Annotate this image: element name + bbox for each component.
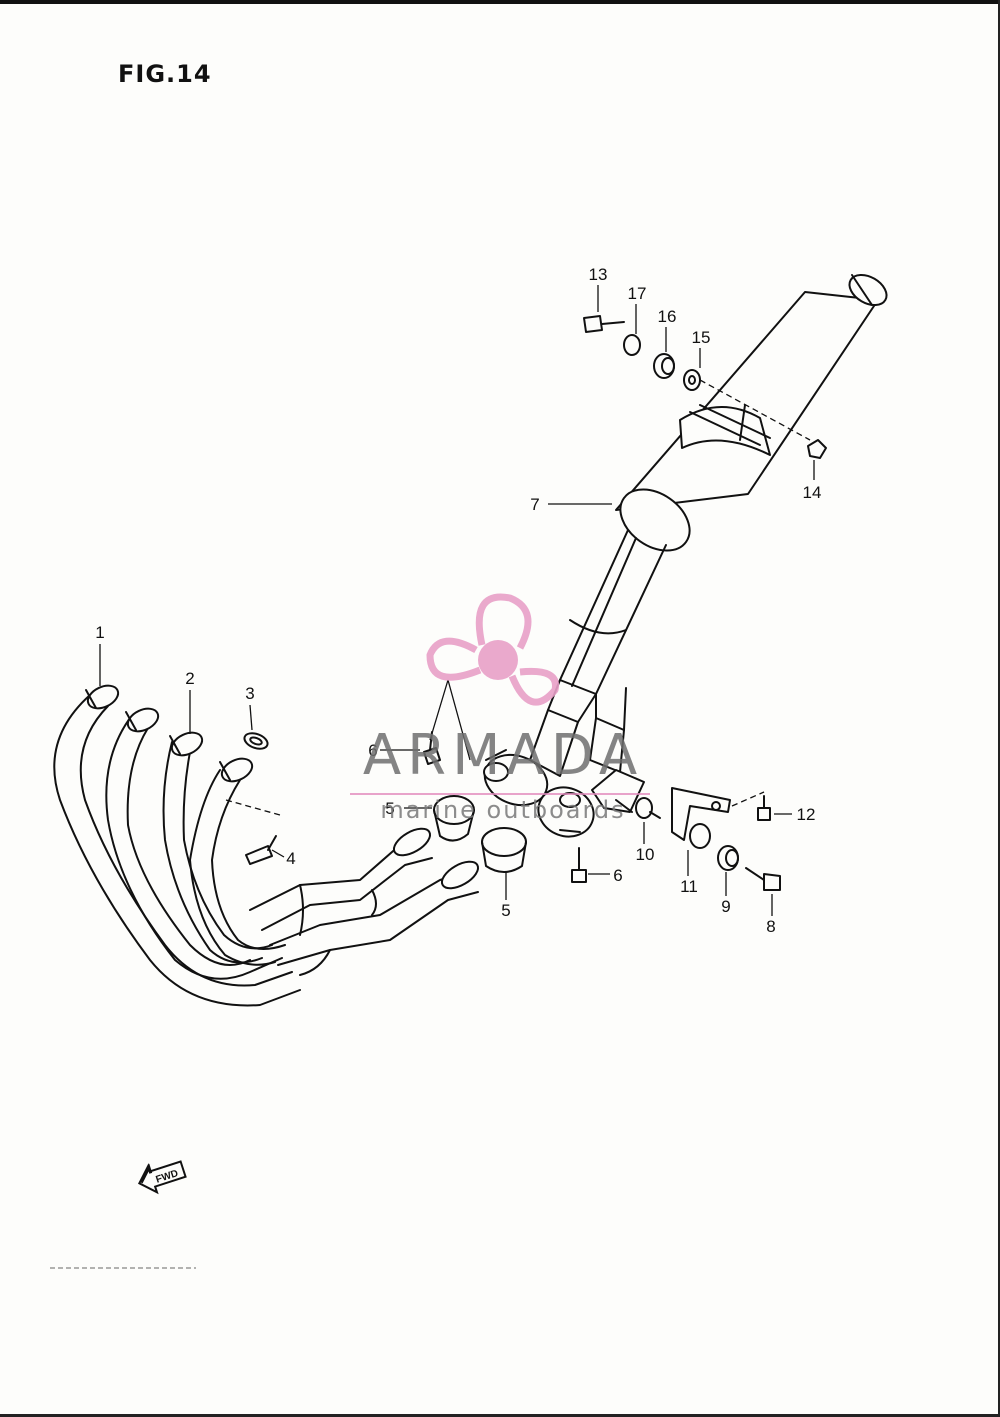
watermark-brand: ARMADA <box>362 723 644 788</box>
callout-5-upper: 5 <box>385 799 394 818</box>
callout-1: 1 <box>95 623 104 642</box>
bolt-6-lower <box>571 847 587 883</box>
exhaust-header-pipes <box>53 684 301 1007</box>
watermark-divider <box>350 793 650 795</box>
callout-17: 17 <box>628 284 647 303</box>
callout-5-lower: 5 <box>501 901 510 920</box>
clamp-left <box>483 749 549 807</box>
callout-14: 14 <box>803 483 822 502</box>
gasket-upper <box>433 795 475 842</box>
callout-12: 12 <box>797 805 816 824</box>
grommet-9 <box>717 845 739 871</box>
forward-arrow-icon: FWD <box>137 1160 187 1195</box>
watermark-tagline: marine outboards <box>380 796 626 824</box>
figure-title: FIG.14 <box>118 60 212 88</box>
bolt-12 <box>757 795 771 821</box>
callout-8: 8 <box>766 917 775 936</box>
callout-9: 9 <box>721 897 730 916</box>
propeller-icon <box>426 593 560 706</box>
top-border <box>0 0 1000 4</box>
callout-4: 4 <box>286 849 295 868</box>
callout-3: 3 <box>245 684 254 703</box>
gasket-3 <box>243 732 269 750</box>
bolt-4 <box>245 835 277 865</box>
nut-14 <box>807 439 827 459</box>
collector-connector <box>591 769 645 813</box>
gasket-lower <box>481 827 527 873</box>
callout-7: 7 <box>530 495 539 514</box>
callout-10: 10 <box>636 845 655 864</box>
bolt-13 <box>583 315 625 333</box>
callout-15: 15 <box>692 328 711 347</box>
callout-6-upper: 6 <box>368 741 377 760</box>
washer-17 <box>623 334 641 356</box>
bracket-11 <box>671 787 731 849</box>
bolt-10 <box>635 797 661 819</box>
grommet-16 <box>653 353 675 379</box>
washer-15 <box>683 369 701 391</box>
callout-13: 13 <box>589 265 608 284</box>
leader-lines <box>99 285 815 916</box>
callout-2: 2 <box>185 669 194 688</box>
callout-11: 11 <box>680 877 698 896</box>
collector-pipes <box>249 827 480 976</box>
bolt-8 <box>745 867 781 891</box>
muffler-body <box>615 273 888 552</box>
right-border <box>998 0 1000 1417</box>
callout-6-lower: 6 <box>613 866 622 885</box>
bottom-border <box>0 1414 1000 1417</box>
callout-16: 16 <box>658 307 677 326</box>
clamp-right <box>537 786 595 838</box>
